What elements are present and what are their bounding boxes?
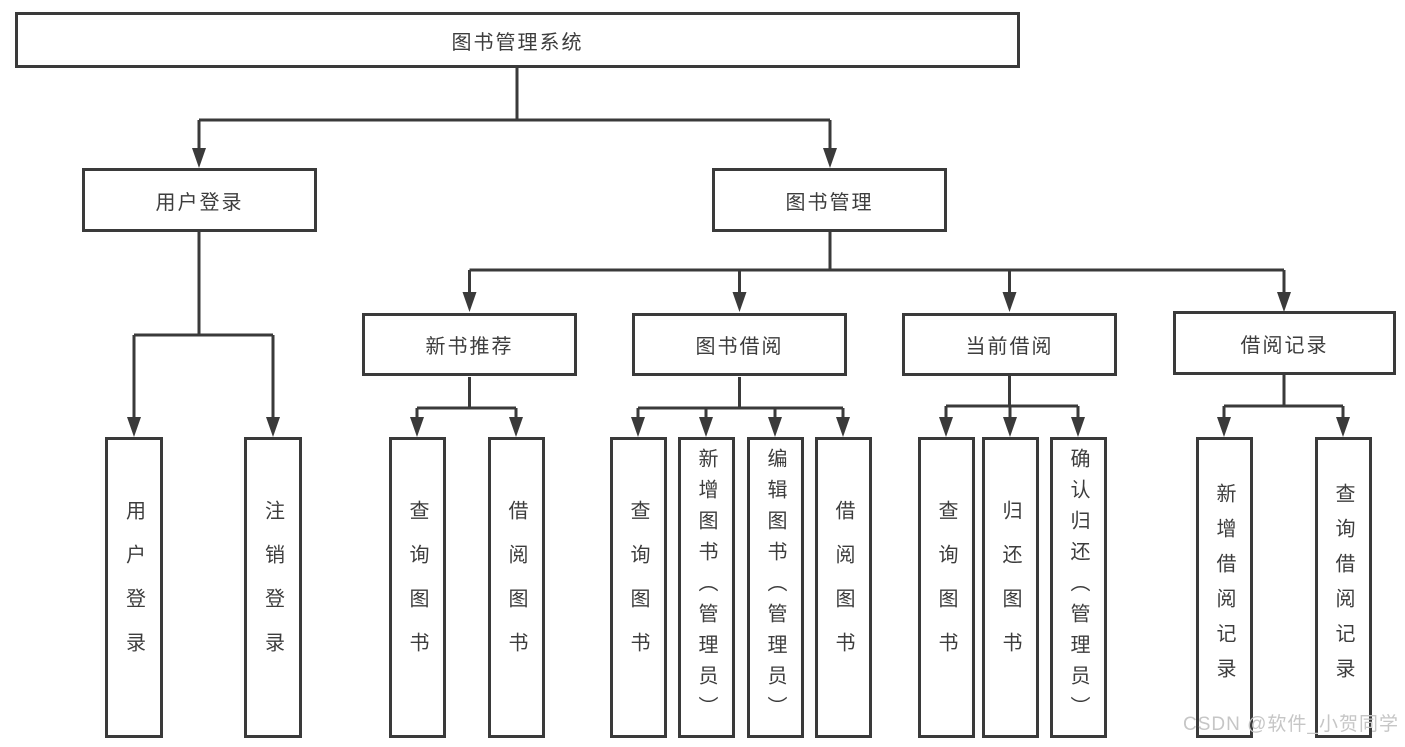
leaf-current-return: 归还图书 [982, 437, 1039, 738]
node-borrow-records: 借阅记录 [1173, 311, 1396, 375]
node-new-book-recommend: 新书推荐 [362, 313, 577, 376]
leaf-newbooks-borrow: 借阅图书 [488, 437, 545, 738]
leaf-borrow-add-admin: 新增图书（管理员） [678, 437, 735, 738]
leaf-logout: 注销登录 [244, 437, 302, 738]
leaf-borrow-borrow: 借阅图书 [815, 437, 872, 738]
leaf-current-confirm-return-admin: 确认归还（管理员） [1050, 437, 1107, 738]
leaf-user-login: 用户登录 [105, 437, 163, 738]
arrowheads [127, 148, 1350, 437]
node-book-management: 图书管理 [712, 168, 947, 232]
node-current-borrow: 当前借阅 [902, 313, 1117, 376]
leaf-borrow-edit-admin: 编辑图书（管理员） [747, 437, 804, 738]
leaf-records-add: 新增借阅记录 [1196, 437, 1253, 738]
watermark: CSDN @软件_小贺同学 [1183, 714, 1399, 735]
node-book-borrow: 图书借阅 [632, 313, 847, 376]
leaf-records-query: 查询借阅记录 [1315, 437, 1372, 738]
node-root: 图书管理系统 [15, 12, 1020, 68]
leaf-current-query: 查询图书 [918, 437, 975, 738]
leaf-newbooks-query: 查询图书 [389, 437, 446, 738]
connector-line-path [132, 68, 1345, 419]
leaf-borrow-query: 查询图书 [610, 437, 667, 738]
node-user-login: 用户登录 [82, 168, 317, 232]
